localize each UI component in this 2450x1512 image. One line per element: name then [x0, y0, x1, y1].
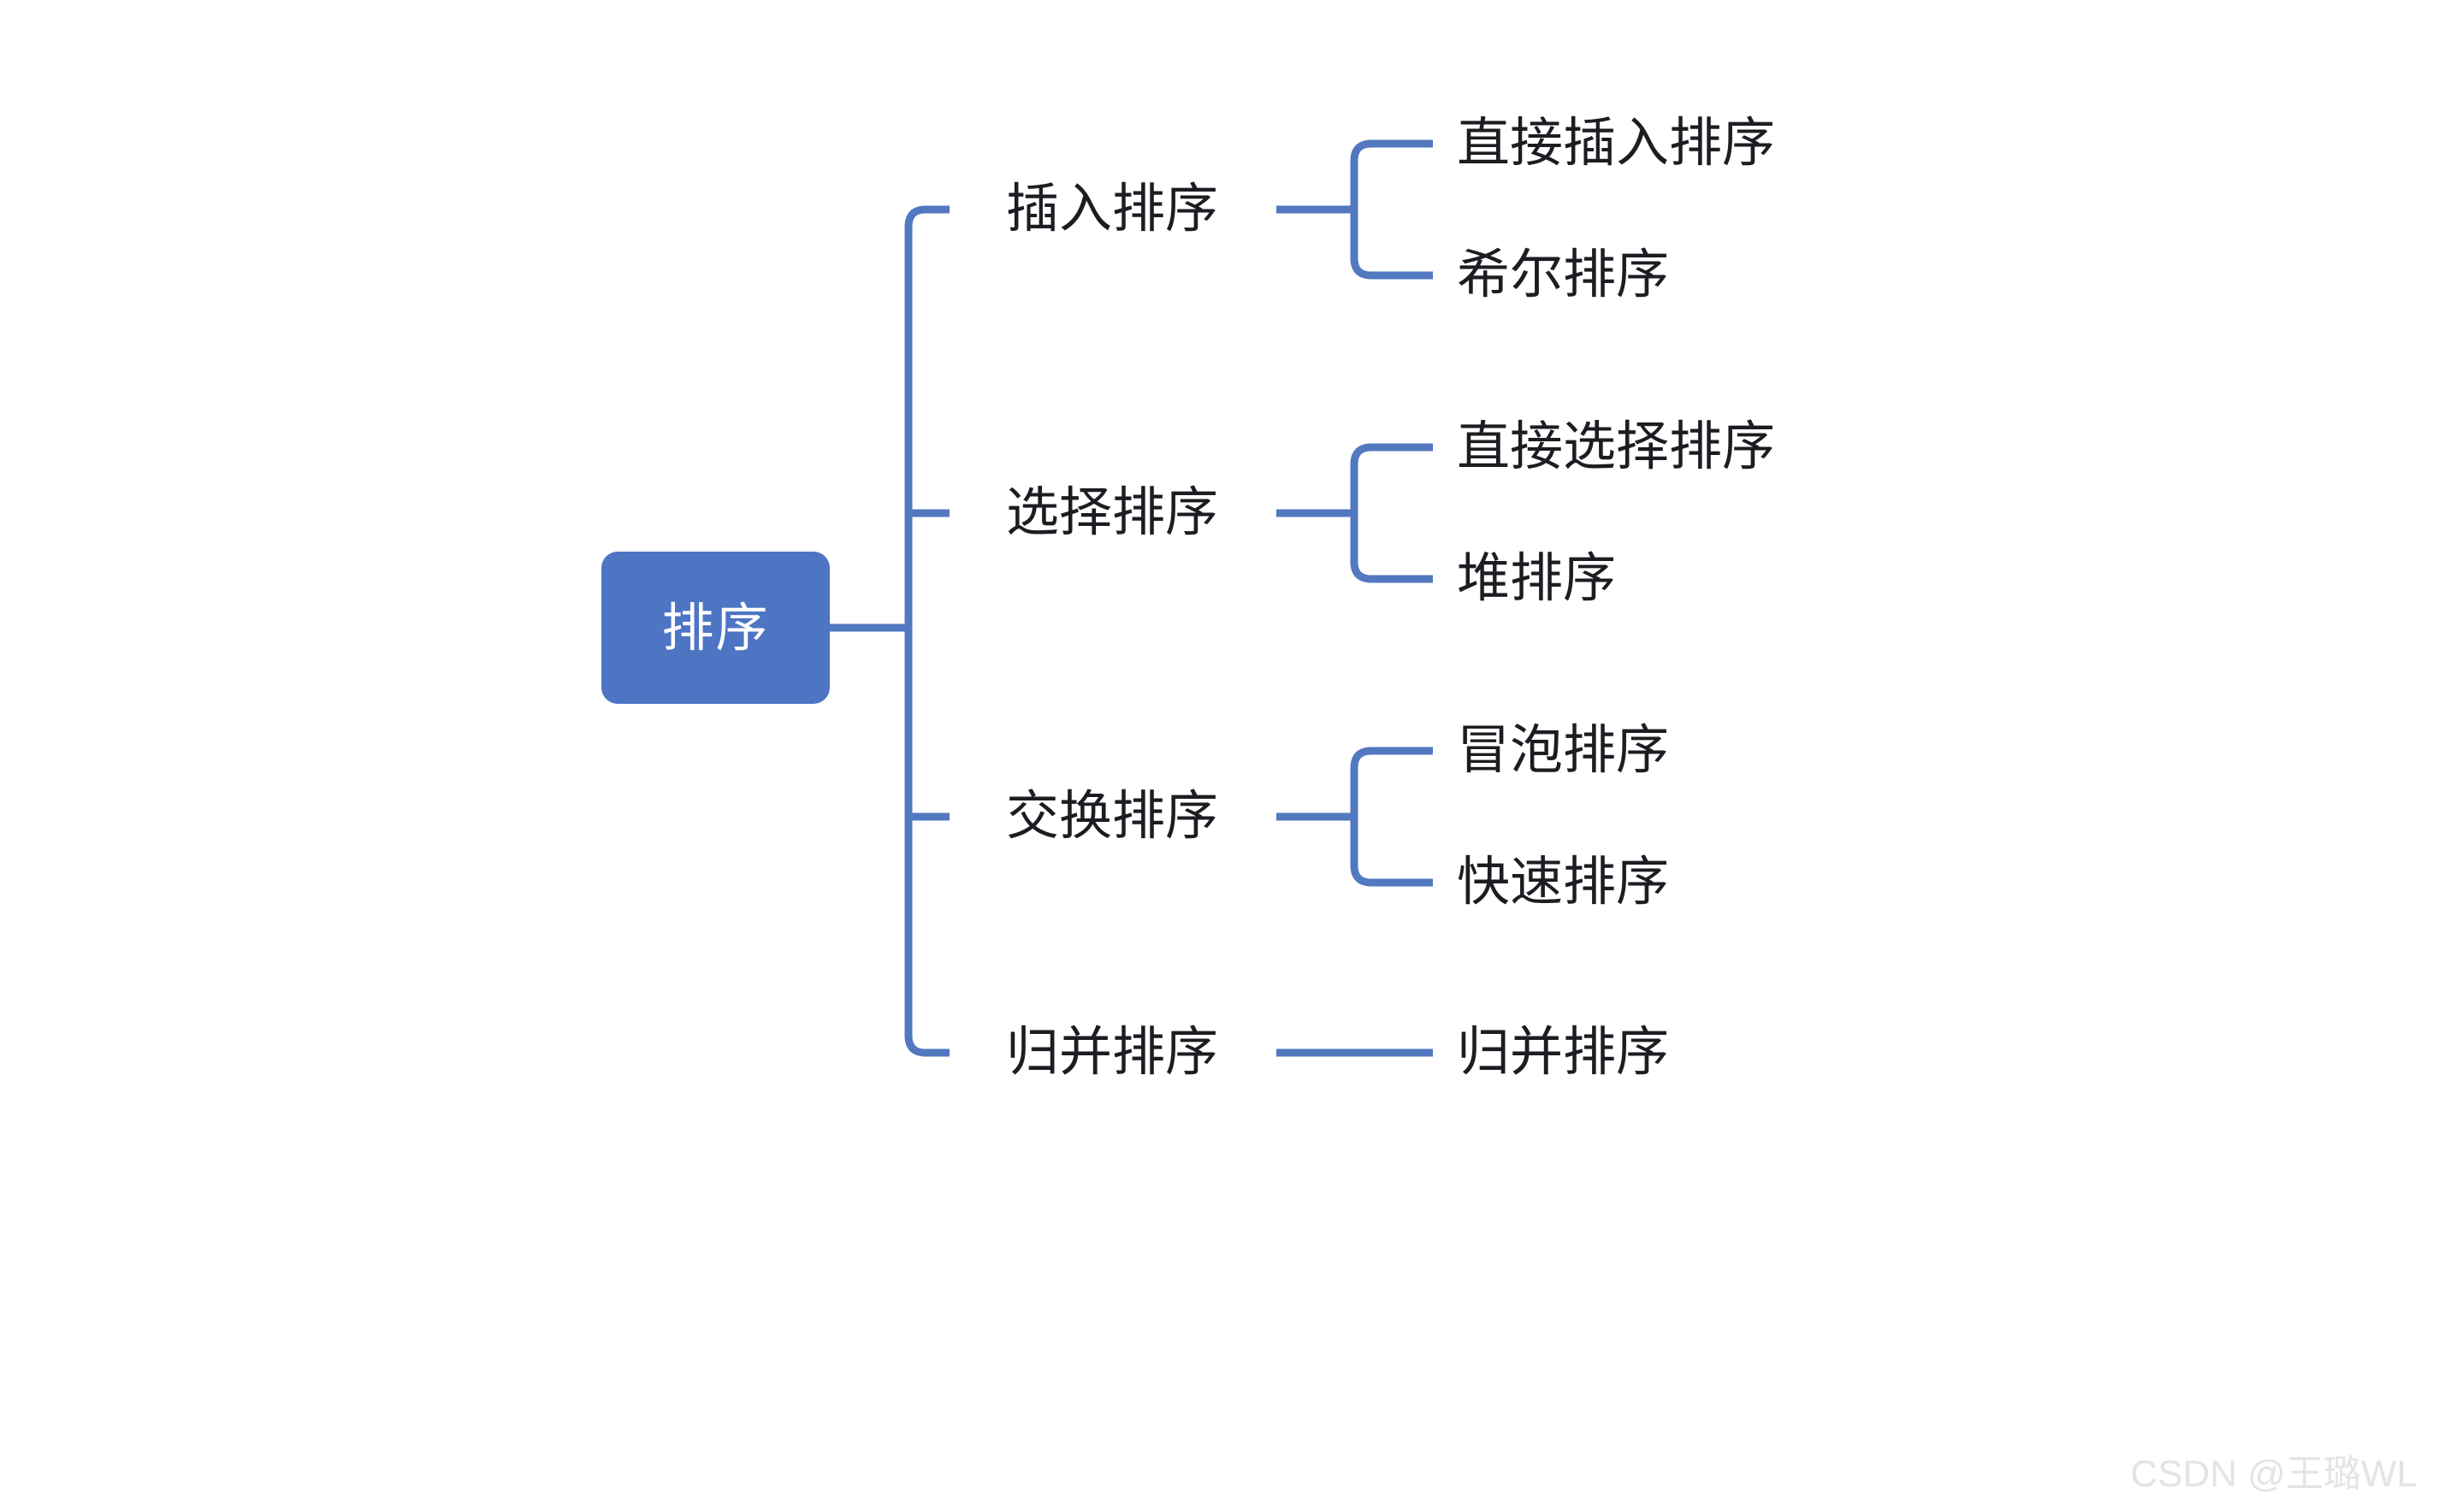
root-node[interactable]: 排序: [601, 552, 830, 704]
connector-trunk: [904, 205, 950, 1057]
leaf-node-direct-selection-sort[interactable]: 直接选择排序: [1457, 417, 1776, 476]
leaf-node-bubble-sort[interactable]: 冒泡排序: [1457, 721, 1670, 780]
leaf-node-direct-insertion-sort[interactable]: 直接插入排序: [1457, 114, 1776, 173]
branch-node-insertion-sort[interactable]: 插入排序: [1006, 180, 1219, 239]
csdn-watermark: CSDN @王璐WL: [2130, 1453, 2417, 1495]
leaf-node-quick-sort[interactable]: 快速排序: [1457, 853, 1670, 912]
leaf-node-shell-sort[interactable]: 希尔排序: [1457, 245, 1670, 304]
leaf-node-heap-sort[interactable]: 堆排序: [1457, 549, 1617, 608]
branch-node-exchange-sort[interactable]: 交换排序: [1006, 787, 1219, 846]
connector-branch1-bracket: [1350, 139, 1433, 280]
leaf-node-merge-sort[interactable]: 归并排序: [1457, 1023, 1670, 1082]
connector-branch3-bracket: [1350, 747, 1433, 887]
branch-node-selection-sort[interactable]: 选择排序: [1006, 483, 1219, 542]
connector-branch2-bracket: [1350, 443, 1433, 583]
root-node-label: 排序: [661, 598, 770, 657]
branch-node-merge-sort[interactable]: 归并排序: [1006, 1023, 1219, 1082]
